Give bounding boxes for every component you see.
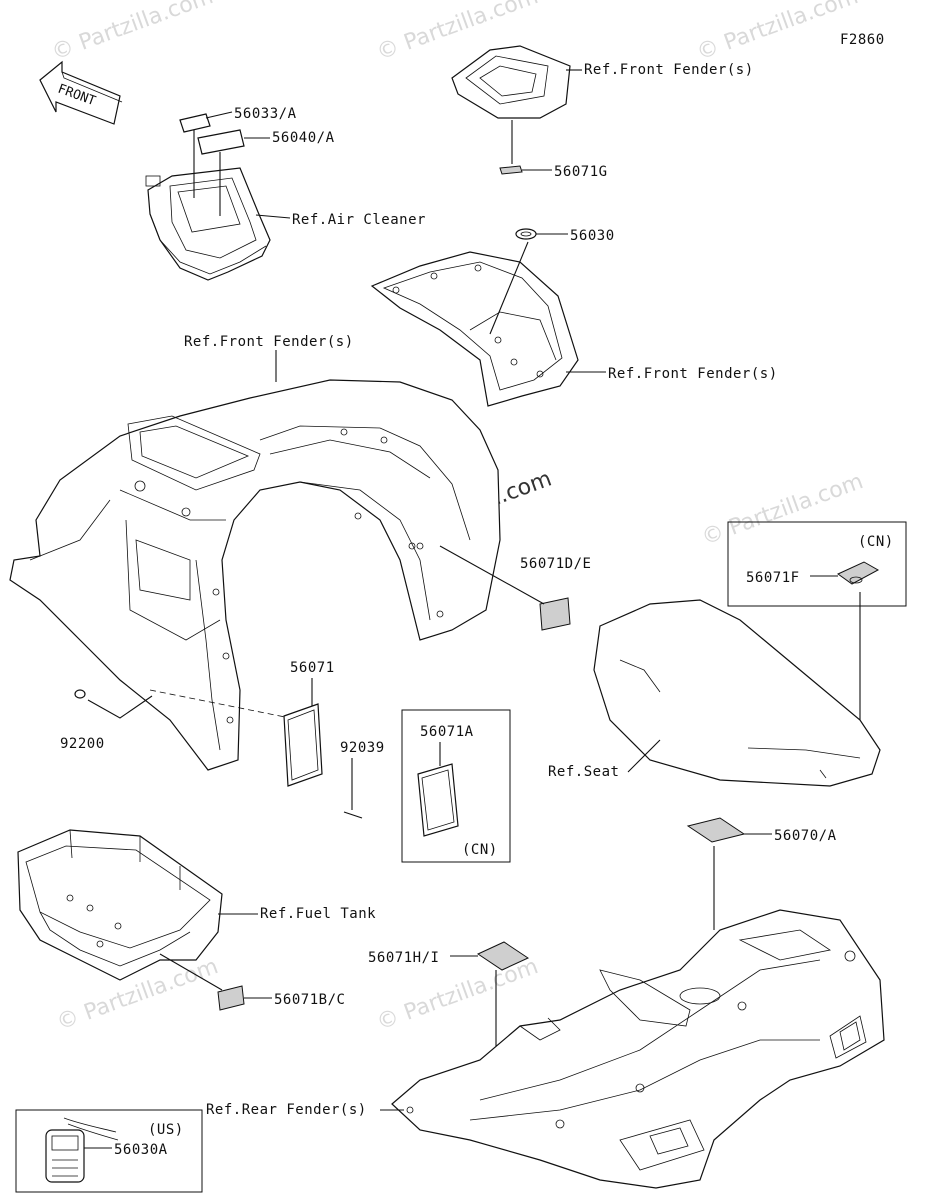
tag-56030a-icon (45, 1117, 119, 1183)
label-ref-rear-fender: Ref.Rear Fender(s) (206, 1102, 367, 1118)
watermark: © Partzilla.com (699, 469, 867, 551)
label-92039: 92039 (340, 740, 385, 756)
watermark: © Partzilla.com (694, 0, 862, 66)
label-ref-front-fender-mid: Ref.Front Fender(s) (608, 366, 778, 382)
watermark: © Partzilla.com (374, 954, 542, 1036)
label-56070a: 56070/A (774, 828, 837, 844)
front-arrow-icon: FRONT (39, 60, 123, 125)
us-box-56030a (15, 1109, 203, 1193)
label-56071hi: 56071H/I (368, 950, 439, 966)
label-ref-seat: Ref.Seat (548, 764, 619, 780)
label-56071bc: 56071B/C (274, 992, 345, 1008)
label-56030: 56030 (570, 228, 615, 244)
label-56071de-sticker (539, 597, 571, 631)
label-56071a: 56071A (420, 724, 474, 740)
label-56071g: 56071G (554, 164, 608, 180)
label-ref-front-fender-main: Ref.Front Fender(s) (184, 334, 354, 350)
front-fender-main (9, 379, 501, 771)
seat (593, 599, 881, 787)
rear-fender (391, 909, 885, 1189)
label-56033a-sticker (179, 113, 211, 133)
front-fender-top-piece (451, 45, 582, 175)
label-56040a-sticker (197, 129, 245, 155)
label-56071de: 56071D/E (520, 556, 591, 572)
air-cleaner-cover (145, 111, 291, 281)
label-92200: 92200 (60, 736, 105, 752)
cn-box-56071f (727, 521, 907, 607)
grommet-92200 (74, 689, 86, 699)
cn-box-56071a (401, 709, 511, 863)
label-us: (US) (148, 1122, 184, 1138)
label-56071hi-sticker (476, 941, 530, 971)
label-56071bc-sticker (217, 985, 245, 1011)
label-cn-top: (CN) (858, 534, 894, 550)
label-ref-fuel-tank: Ref.Fuel Tank (260, 906, 376, 922)
front-fender-mid-piece (370, 228, 606, 407)
label-56040a: 56040/A (272, 130, 335, 146)
label-56071: 56071 (290, 660, 335, 676)
label-56071g-sticker (499, 165, 523, 175)
label-56071f-tag (837, 561, 880, 585)
label-ref-front-fender-top: Ref.Front Fender(s) (584, 62, 754, 78)
label-56070a-sticker (686, 817, 746, 843)
label-56071f: 56071F (746, 570, 800, 586)
label-ref-air-cleaner: Ref.Air Cleaner (292, 212, 426, 228)
label-56071-plate (283, 703, 323, 787)
label-56071a-plate (417, 763, 459, 837)
label-cn-mid: (CN) (462, 842, 498, 858)
label-56030a: 56030A (114, 1142, 168, 1158)
label-56033a: 56033/A (234, 106, 297, 122)
diagram-id: F2860 (840, 32, 885, 48)
fuel-tank-cover (17, 829, 258, 991)
watermark: © Partzilla.com (49, 0, 217, 66)
